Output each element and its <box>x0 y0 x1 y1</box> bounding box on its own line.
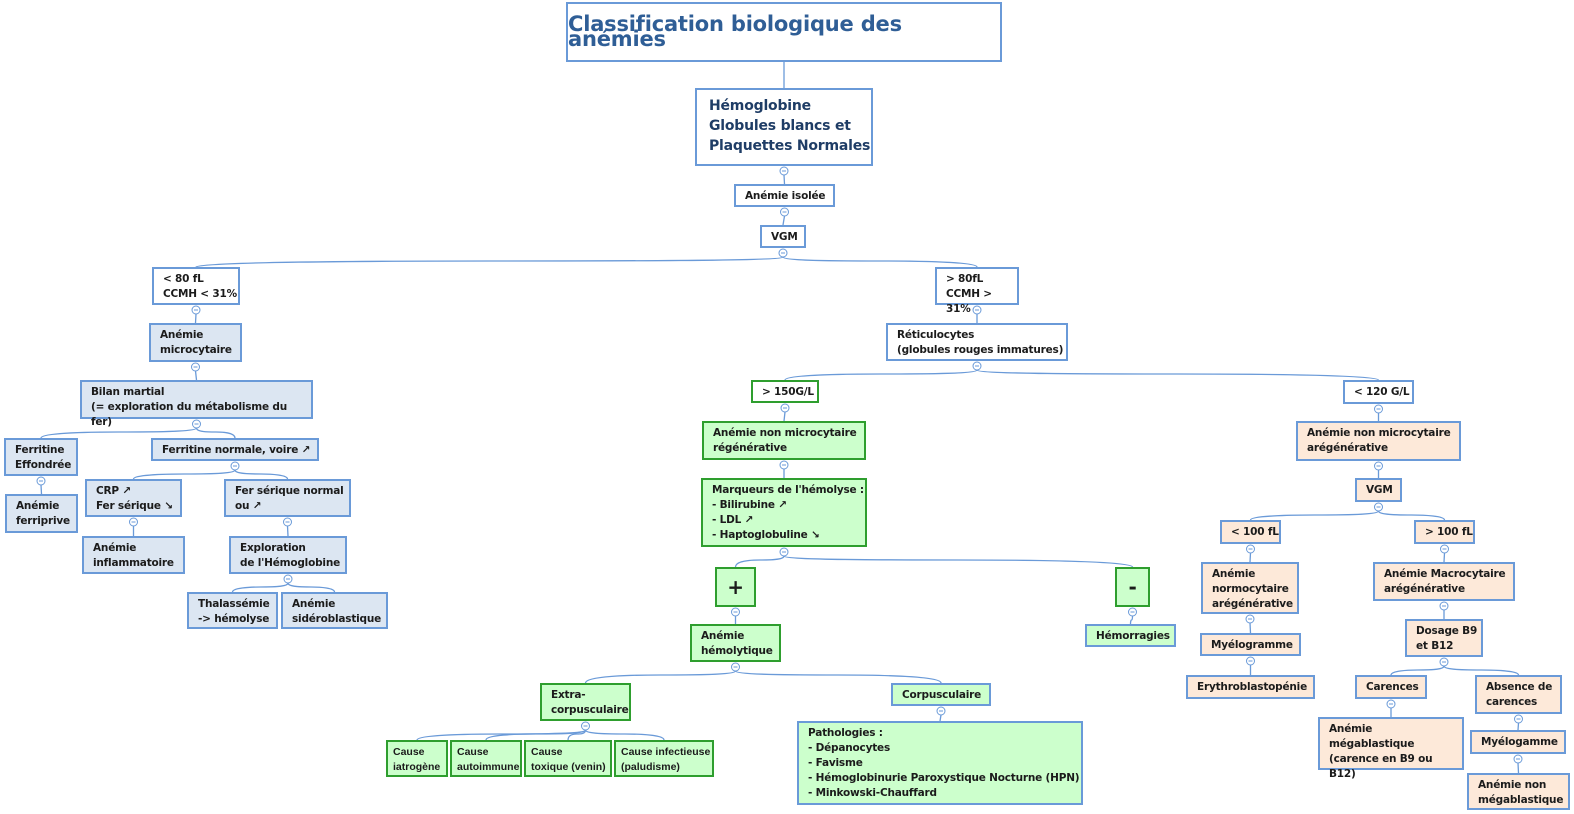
connector-line <box>194 370 198 381</box>
connector-line <box>40 427 198 439</box>
connector-line <box>1443 665 1520 676</box>
node-cause-iatrogene[interactable]: Cause iatrogène <box>386 740 448 777</box>
connector-line <box>734 555 785 568</box>
node-anemie-megablastique[interactable]: Anémie mégablastique (carence en B9 ou B… <box>1318 717 1464 780</box>
connector-line <box>784 369 978 381</box>
node-lt100fl[interactable]: < 100 fL <box>1220 520 1281 544</box>
node-dosage-b9-b12[interactable]: Dosage B9 et B12 <box>1405 619 1483 657</box>
connector-line <box>1249 622 1252 634</box>
connector-line <box>132 469 236 480</box>
connector-line <box>194 313 197 324</box>
node-gt100fl[interactable]: > 100 fL <box>1414 520 1475 544</box>
node-minus[interactable]: - <box>1115 567 1150 607</box>
node-anemie-macrocytaire[interactable]: Anémie Macrocytaire arégénérative <box>1373 562 1515 601</box>
node-gt80fl[interactable]: > 80fL CCMH > 31% <box>935 267 1019 315</box>
node-vgm-2[interactable]: VGM <box>1355 478 1402 502</box>
connector-line <box>584 729 665 741</box>
connector-line <box>1377 510 1446 521</box>
node-corpusculaire[interactable]: Corpusculaire <box>891 683 991 706</box>
connector-line <box>234 469 289 480</box>
connector-line <box>782 256 978 268</box>
node-anemie-aregenerative[interactable]: Anémie non microcytaire arégénérative <box>1296 421 1461 461</box>
connector-line <box>783 411 786 422</box>
node-fer-serique-normal[interactable]: Fer sérique normal ou ↗ <box>224 479 351 517</box>
node-anemie-hemolytique[interactable]: Anémie hémolytique <box>690 624 781 662</box>
connector-line <box>783 174 786 185</box>
connector-line <box>1517 722 1520 731</box>
connector-line <box>287 582 336 593</box>
node-reticulocytes[interactable]: Réticulocytes (globules rouges immatures… <box>886 323 1068 361</box>
node-crp[interactable]: CRP ↗ Fer sérique ↘ <box>85 479 182 517</box>
node-absence-carences[interactable]: Absence de carences <box>1475 675 1562 714</box>
node-plus[interactable]: + <box>715 567 756 607</box>
connector-line <box>1517 762 1520 774</box>
node-hemorragies[interactable]: Hémorragies <box>1085 624 1176 647</box>
connector-line <box>567 729 587 741</box>
node-lt120gl[interactable]: < 120 G/L <box>1343 380 1414 404</box>
node-anemie-ferriprive[interactable]: Anémie ferriprive <box>5 494 78 533</box>
node-extra-corpusculaire[interactable]: Extra- corpusculaire <box>540 683 631 721</box>
connector-line <box>939 714 942 722</box>
node-cause-toxique[interactable]: Cause toxique (venin) <box>524 740 612 777</box>
node-anemie-isolee[interactable]: Anémie isolée <box>734 184 835 207</box>
node-cause-autoimmune[interactable]: Cause autoimmune <box>450 740 522 777</box>
node-erythroblastopenie[interactable]: Erythroblastopénie <box>1186 675 1315 699</box>
connector-line <box>1249 552 1252 563</box>
node-marqueurs-hemolyse[interactable]: Marqueurs de l'hémolyse : - Bilirubine ↗… <box>701 478 867 547</box>
connector-line <box>1443 552 1446 563</box>
connector-line <box>485 729 587 741</box>
connector-line <box>976 369 1380 381</box>
node-anemie-sideroblastique[interactable]: Anémie sidéroblastique <box>281 592 388 629</box>
node-myelogramme[interactable]: Myélogramme <box>1200 633 1301 656</box>
connector-line <box>782 215 786 226</box>
node-pathologies[interactable]: Pathologies : - Dépanocytes - Favisme - … <box>797 721 1083 805</box>
connector-line <box>40 484 43 495</box>
node-carences[interactable]: Carences <box>1355 675 1427 699</box>
node-ferritine-normale[interactable]: Ferritine normale, voire ↗ <box>151 438 319 461</box>
connector-line <box>195 427 236 439</box>
node-lt80fl[interactable]: < 80 fL CCMH < 31% <box>152 267 240 305</box>
connector-line <box>1249 510 1380 521</box>
connector-line <box>231 582 289 593</box>
connector-line <box>195 256 784 268</box>
node-cause-infectieuse[interactable]: Cause infectieuse (paludisme) <box>614 740 714 777</box>
node-bilan-martial[interactable]: Bilan martial (= exploration du métaboli… <box>80 380 313 428</box>
node-anemie-non-megablastique[interactable]: Anémie non mégablastique <box>1467 773 1570 810</box>
node-anemie-microcytaire[interactable]: Anémie microcytaire <box>149 323 242 362</box>
node-exploration-hemoglobine[interactable]: Exploration de l'Hémoglobine <box>229 536 347 574</box>
node-anemie-normocytaire[interactable]: Anémie normocytaire arégénérative <box>1201 562 1299 614</box>
node-vgm[interactable]: VGM <box>760 225 806 248</box>
connector-line <box>584 670 737 684</box>
diagram-title: Classification biologique des anémies <box>566 2 1002 62</box>
node-thalassemie[interactable]: Thalassémie -> hémolyse <box>187 592 278 629</box>
node-hemoglobine[interactable]: Hémoglobine Globules blancs et Plaquette… <box>695 88 873 166</box>
connector-line <box>1129 615 1134 625</box>
connector-line <box>1390 665 1445 676</box>
node-anemie-regenerative[interactable]: Anémie non microcytaire régénérative <box>702 421 866 460</box>
connector-line <box>734 670 942 684</box>
node-myelogamme[interactable]: Myélogamme <box>1470 730 1566 754</box>
connector-line <box>286 525 289 537</box>
node-anemie-inflammatoire[interactable]: Anémie inflammatoire <box>82 536 185 574</box>
connector-line <box>783 555 1134 568</box>
node-ferritine-effondree[interactable]: Ferritine Effondrée <box>4 438 78 476</box>
node-gt150gl[interactable]: > 150G/L <box>751 380 819 403</box>
